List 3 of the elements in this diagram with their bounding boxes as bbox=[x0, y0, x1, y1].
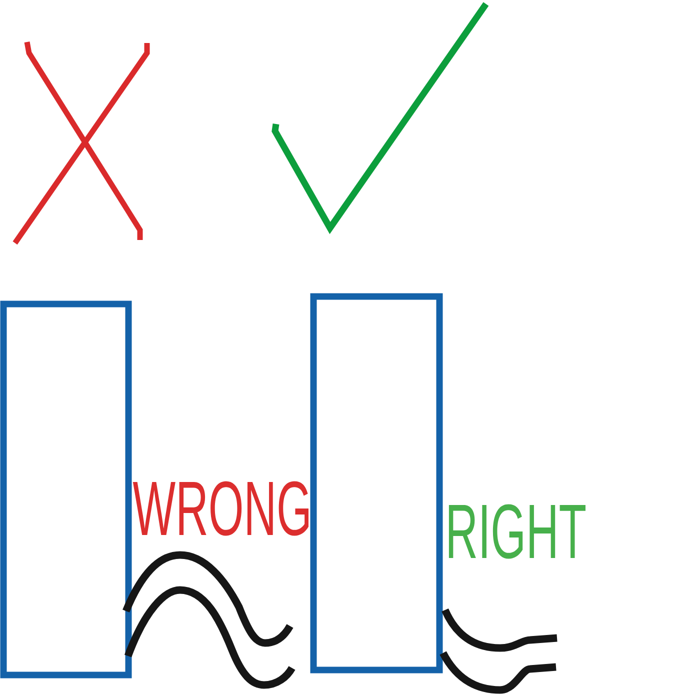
label: WRONG bbox=[132, 481, 308, 536]
box-outline bbox=[310, 293, 443, 674]
box-outline bbox=[0, 300, 132, 678]
